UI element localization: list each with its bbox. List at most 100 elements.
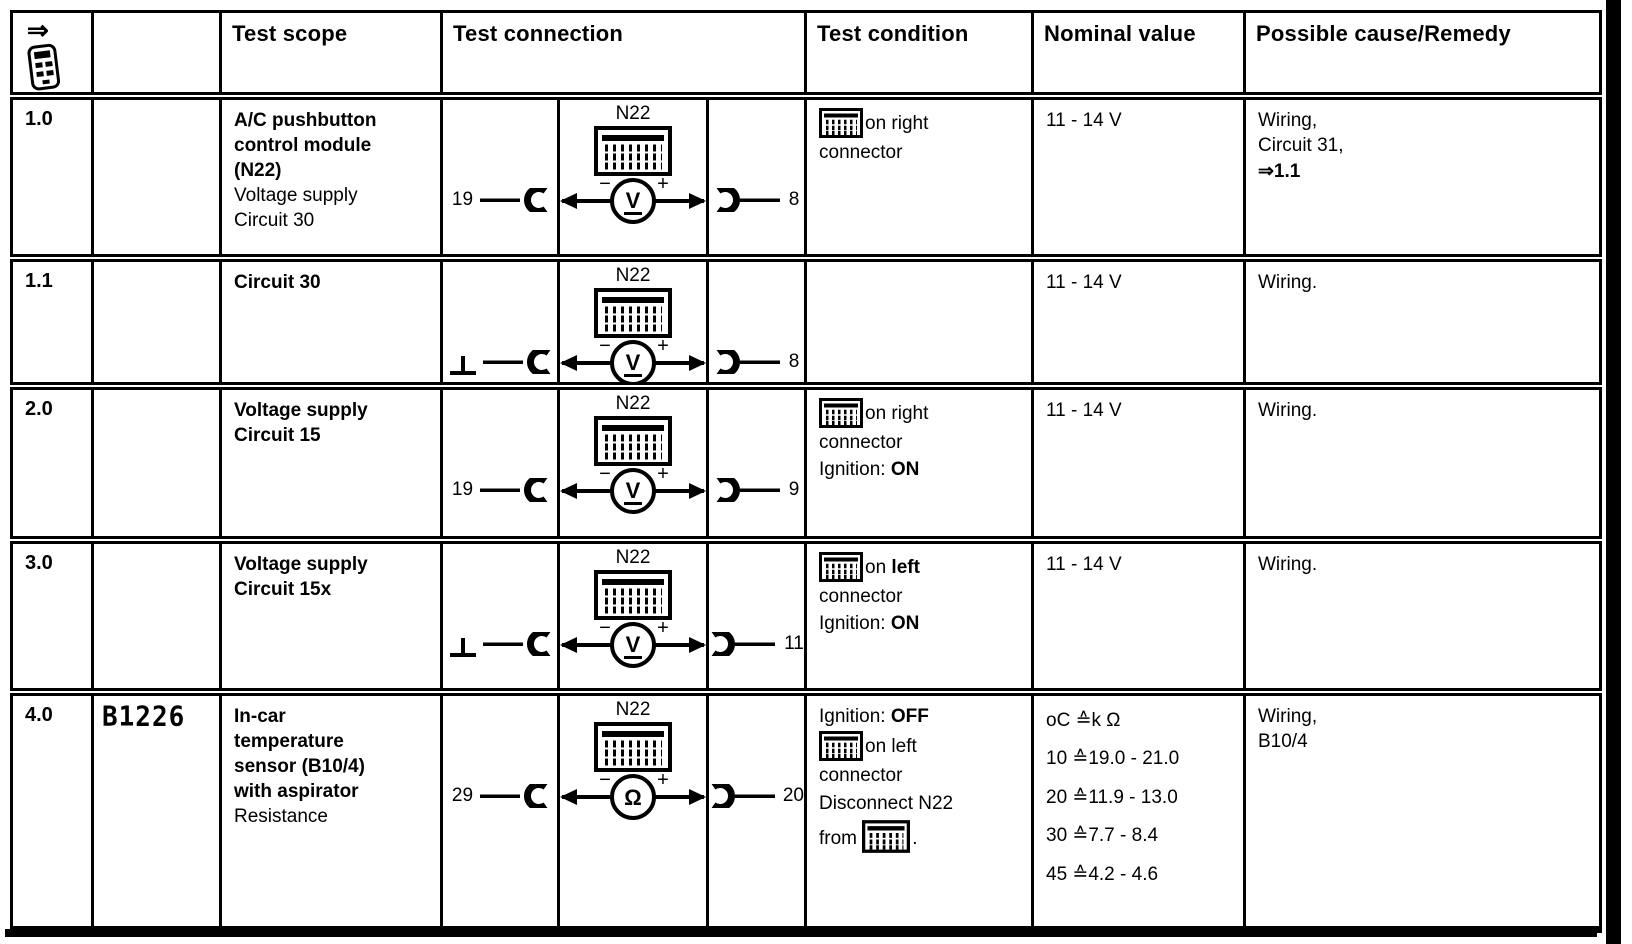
conn-right-cell: 20 — [706, 696, 804, 926]
test-condition-cell — [804, 262, 1031, 382]
svg-text:V: V — [626, 632, 641, 657]
svg-text:Ω: Ω — [624, 785, 642, 810]
svg-text:V: V — [626, 350, 641, 375]
probe-socket-icon — [480, 188, 548, 212]
module-label: N22 — [615, 547, 651, 568]
fault-code-display: B1226 — [102, 701, 186, 733]
conn-left-cell: 29 — [440, 696, 557, 926]
nominal-value-cell: 11 - 14 V — [1031, 100, 1243, 254]
test-scope-cell: Circuit 30 — [219, 262, 440, 382]
remedy-cell: Wiring, B10/4 — [1243, 696, 1599, 926]
probe-socket-icon — [480, 478, 548, 502]
pin-number: 19 — [451, 479, 474, 500]
scope-title: Circuit 30 — [234, 272, 321, 293]
pin-number: 8 — [788, 189, 800, 210]
conn-right-cell: 11 — [706, 544, 804, 688]
nominal-value-cell: 11 - 14 V — [1031, 544, 1243, 688]
pin-number: 29 — [451, 785, 474, 806]
connector-icon — [819, 398, 863, 428]
nominal-value-cell: oC ≙k Ω 10 ≙19.0 - 21.0 20 ≙11.9 - 13.0 … — [1031, 696, 1243, 926]
test-scope-cell: Voltage supply Circuit 15 — [219, 390, 440, 536]
connector-icon — [819, 108, 863, 138]
scope-title: Voltage supply Circuit 15x — [234, 554, 368, 601]
cross-reference: ⇒1.1 — [1258, 160, 1301, 182]
probe-socket-icon — [480, 784, 548, 808]
module-label: N22 — [615, 265, 651, 286]
table-row: 4.0 B1226 In-car temperature sensor (B10… — [10, 693, 1602, 933]
connector-icon — [862, 820, 910, 853]
conn-left-cell: 19 — [440, 100, 557, 254]
conn-left-cell: 19 — [440, 390, 557, 536]
row-id: 2.0 — [25, 398, 53, 420]
scope-title: Voltage supply Circuit 15 — [234, 400, 368, 447]
module-label: N22 — [615, 393, 651, 414]
table-row: 3.0 Voltage supply Circuit 15x N22 V — [10, 541, 1602, 691]
conn-meter-cell: N22 V — [557, 390, 706, 536]
svg-text:V: V — [626, 188, 641, 213]
scope-subtitle: Voltage supply Circuit 30 — [234, 185, 358, 232]
probe-socket-icon — [709, 632, 777, 656]
voltmeter-icon: V — [560, 568, 706, 672]
row-id: 1.1 — [25, 270, 53, 292]
header-possible-cause: Possible cause/Remedy — [1243, 13, 1599, 92]
table-header-row: ⇒ Test scope Test connection Test con — [10, 10, 1602, 95]
scan-edge-artifact — [1606, 0, 1621, 944]
module-label: N22 — [615, 103, 651, 124]
conn-meter-cell: N22 Ω — [557, 696, 706, 926]
scan-bottom-rule — [5, 929, 1597, 937]
row-id: 1.0 — [25, 108, 53, 130]
conn-right-cell: 8 — [706, 262, 804, 382]
header-pointer-cell: ⇒ — [13, 13, 91, 92]
ground-icon — [449, 638, 476, 657]
conn-left-cell — [440, 544, 557, 688]
test-condition-cell: on left connector Ignition: ON — [804, 544, 1031, 688]
connector-icon — [819, 552, 863, 582]
svg-text:V: V — [626, 478, 641, 503]
header-test-scope: Test scope — [219, 13, 440, 92]
test-scope-cell: A/C pushbutton control module (N22) Volt… — [219, 100, 440, 254]
voltmeter-icon: V — [560, 414, 706, 518]
conn-meter-cell: N22 V — [557, 262, 706, 382]
probe-socket-icon — [714, 188, 782, 212]
remedy-cell: Wiring. — [1243, 544, 1599, 688]
test-condition-cell: on right connector — [804, 100, 1031, 254]
row-code — [91, 544, 219, 688]
pin-number: 8 — [788, 351, 800, 372]
probe-socket-icon — [709, 784, 776, 808]
pin-number: 19 — [451, 189, 474, 210]
row-code — [91, 100, 219, 254]
nominal-value-cell: 11 - 14 V — [1031, 262, 1243, 382]
header-nominal-value: Nominal value — [1031, 13, 1243, 92]
table-row: 1.0 A/C pushbutton control module (N22) … — [10, 97, 1602, 257]
test-scope-cell: In-car temperature sensor (B10/4) with a… — [219, 696, 440, 926]
ground-icon — [449, 356, 476, 375]
pin-number: 20 — [782, 785, 804, 806]
voltmeter-icon: V — [560, 286, 706, 382]
header-test-connection: Test connection — [440, 13, 804, 92]
scope-title: A/C pushbutton control module (N22) — [234, 110, 377, 182]
row-code — [91, 390, 219, 536]
test-condition-cell: on right connector Ignition: ON — [804, 390, 1031, 536]
conn-meter-cell: N22 V — [557, 544, 706, 688]
remedy-cell: Wiring. — [1243, 390, 1599, 536]
connector-icon — [819, 731, 863, 761]
conn-left-cell — [440, 262, 557, 382]
row-id: 3.0 — [25, 552, 53, 574]
header-test-condition: Test condition — [804, 13, 1031, 92]
ohmmeter-icon: Ω — [560, 720, 706, 824]
conn-right-cell: 9 — [706, 390, 804, 536]
header-empty-cell — [91, 13, 219, 92]
conn-right-cell: 8 — [706, 100, 804, 254]
scope-title: In-car temperature sensor (B10/4) with a… — [234, 706, 365, 803]
probe-socket-icon — [714, 478, 782, 502]
module-label: N22 — [615, 699, 651, 720]
conn-meter-cell: N22 V — [557, 100, 706, 254]
double-arrow-icon: ⇒ — [27, 15, 49, 45]
test-scope-cell: Voltage supply Circuit 15x — [219, 544, 440, 688]
probe-socket-icon — [714, 350, 782, 374]
probe-socket-icon — [483, 350, 551, 374]
voltmeter-icon: V — [560, 124, 706, 228]
diagnostic-table: ⇒ Test scope Test connection Test con — [10, 10, 1602, 935]
table-row: 1.1 Circuit 30 N22 V — [10, 259, 1602, 385]
